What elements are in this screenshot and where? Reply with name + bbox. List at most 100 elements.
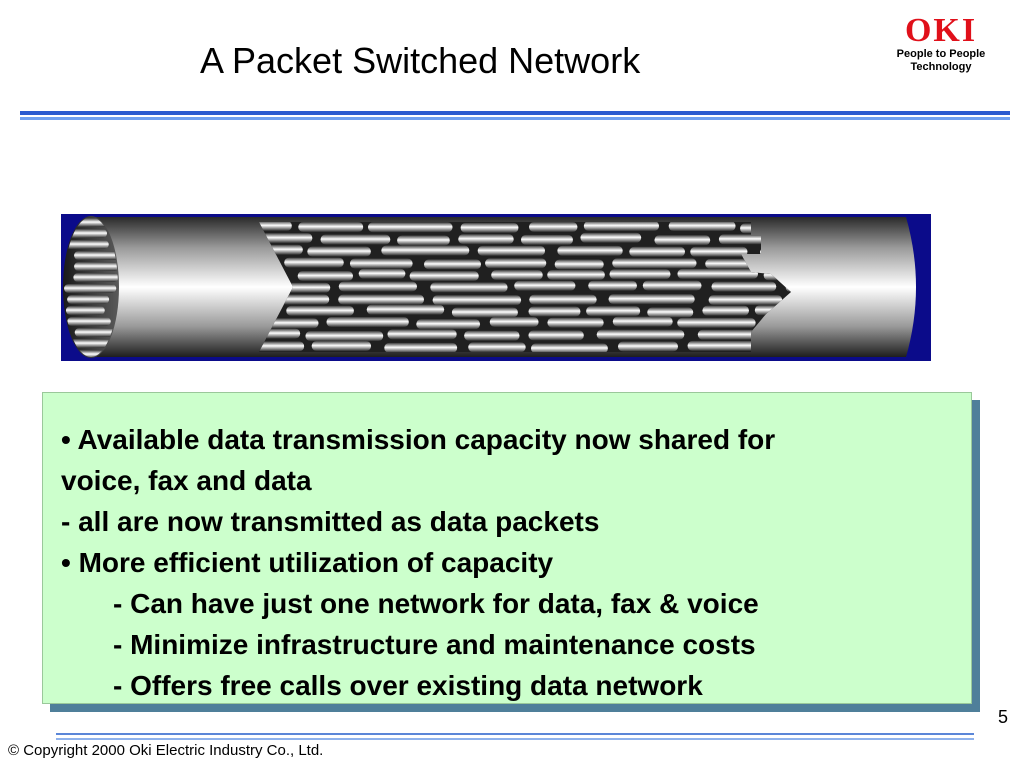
packet-tube	[259, 318, 319, 329]
packet-tube	[307, 246, 371, 257]
packet-tube	[554, 259, 604, 270]
packet-tube	[432, 295, 522, 306]
packet-tube	[451, 307, 518, 318]
packet-tube	[409, 270, 479, 281]
packet-tube	[677, 268, 759, 279]
packet-tube	[612, 316, 673, 327]
logo-tagline-line-1: People to People	[896, 48, 986, 60]
packet-tube	[687, 340, 759, 351]
packet-tube	[64, 240, 109, 249]
sub-point-data-packets: - all are now transmitted as data packet…	[61, 506, 600, 537]
packet-tube	[416, 319, 481, 330]
packet-tube	[338, 294, 425, 305]
packet-tube	[298, 222, 364, 233]
packet-tube	[580, 232, 642, 243]
packet-tube	[338, 281, 417, 292]
packet-tube	[586, 306, 641, 317]
packet-tube	[284, 257, 344, 268]
packet-tube	[629, 246, 685, 257]
packet-tube	[381, 245, 470, 256]
packet-tube	[458, 234, 514, 245]
header-divider-secondary	[20, 117, 1010, 120]
packet-tube	[320, 234, 391, 245]
packet-tube	[588, 280, 637, 291]
packet-tube	[702, 305, 749, 316]
packet-tube	[547, 269, 605, 280]
packet-pipe-svg	[63, 216, 916, 358]
packet-tube	[70, 339, 118, 348]
packet-tube	[259, 328, 301, 339]
packet-tube	[557, 245, 623, 256]
packet-tube	[491, 269, 543, 280]
packet-tube	[477, 245, 546, 256]
slide-title: A Packet Switched Network	[200, 40, 641, 81]
packet-tube	[397, 235, 450, 246]
sub-point-one-network: - Can have just one network for data, fa…	[113, 588, 759, 619]
packet-tube	[460, 222, 519, 233]
packet-tube	[677, 317, 756, 328]
packet-tube	[259, 222, 292, 231]
packet-tube	[718, 234, 775, 245]
packet-tube	[64, 284, 117, 293]
packet-tube	[528, 330, 584, 341]
packet-tube	[485, 258, 547, 269]
logo-wordmark: OKI	[904, 12, 978, 49]
packet-tube	[387, 329, 457, 340]
packet-tube	[74, 262, 118, 271]
packet-tube	[708, 294, 783, 305]
packet-tube	[521, 234, 573, 245]
packet-tube	[67, 317, 111, 326]
bullet-shared-capacity: • Available data transmission capacity n…	[61, 424, 776, 455]
packet-tube	[259, 233, 313, 244]
packet-tube	[367, 222, 453, 233]
packet-tube	[530, 343, 608, 352]
header-divider	[20, 111, 1010, 115]
packet-pipe-illustration	[61, 214, 931, 361]
sub-point-minimize-costs: - Minimize infrastructure and maintenanc…	[113, 629, 756, 660]
packet-tube	[65, 306, 105, 315]
packet-tube	[690, 246, 748, 257]
packet-tube	[529, 222, 578, 232]
page-number: 5	[998, 707, 1009, 727]
packet-tube	[668, 222, 736, 232]
packet-tube	[468, 342, 526, 352]
bullet-shared-capacity-continued: voice, fax and data	[61, 465, 312, 496]
packet-tube	[609, 269, 671, 280]
packet-tube	[311, 340, 372, 351]
packet-tube	[67, 229, 108, 238]
packet-tube	[366, 304, 445, 315]
packet-tube	[547, 317, 604, 328]
packet-tube	[528, 306, 581, 317]
packet-tube	[514, 280, 576, 291]
packet-tube	[642, 280, 702, 291]
packet-tube	[654, 235, 711, 246]
logo-tagline-line-2: Technology	[910, 61, 972, 73]
packet-tube	[424, 259, 482, 270]
packet-tube	[529, 294, 597, 305]
packet-tube	[617, 341, 678, 352]
sub-point-free-calls: - Offers free calls over existing data n…	[113, 670, 703, 701]
oki-logo: OKI People to People Technology	[888, 14, 994, 74]
packet-tube	[358, 268, 406, 279]
packet-tube	[286, 305, 354, 316]
packet-tube	[349, 258, 413, 269]
packet-tube	[705, 258, 756, 269]
packet-tube	[297, 270, 354, 281]
footer-divider	[56, 733, 974, 735]
packet-tube	[73, 273, 118, 282]
packet-tube	[284, 282, 331, 293]
packet-tube	[711, 281, 777, 292]
bullet-efficient-utilization: • More efficient utilization of capacity	[61, 547, 554, 578]
packet-tube	[647, 307, 694, 318]
packet-tube	[430, 282, 508, 293]
packet-tube	[489, 316, 539, 327]
copyright-notice: © Copyright 2000 Oki Electric Industry C…	[8, 742, 324, 759]
packet-tube	[596, 329, 685, 340]
packet-tube	[608, 294, 695, 305]
packet-tube	[305, 331, 384, 342]
packet-tube	[612, 258, 697, 269]
footer-divider-secondary	[56, 738, 974, 740]
packet-tube	[464, 330, 520, 341]
content-box: • Available data transmission capacity n…	[42, 392, 972, 704]
packet-tube	[583, 222, 660, 231]
